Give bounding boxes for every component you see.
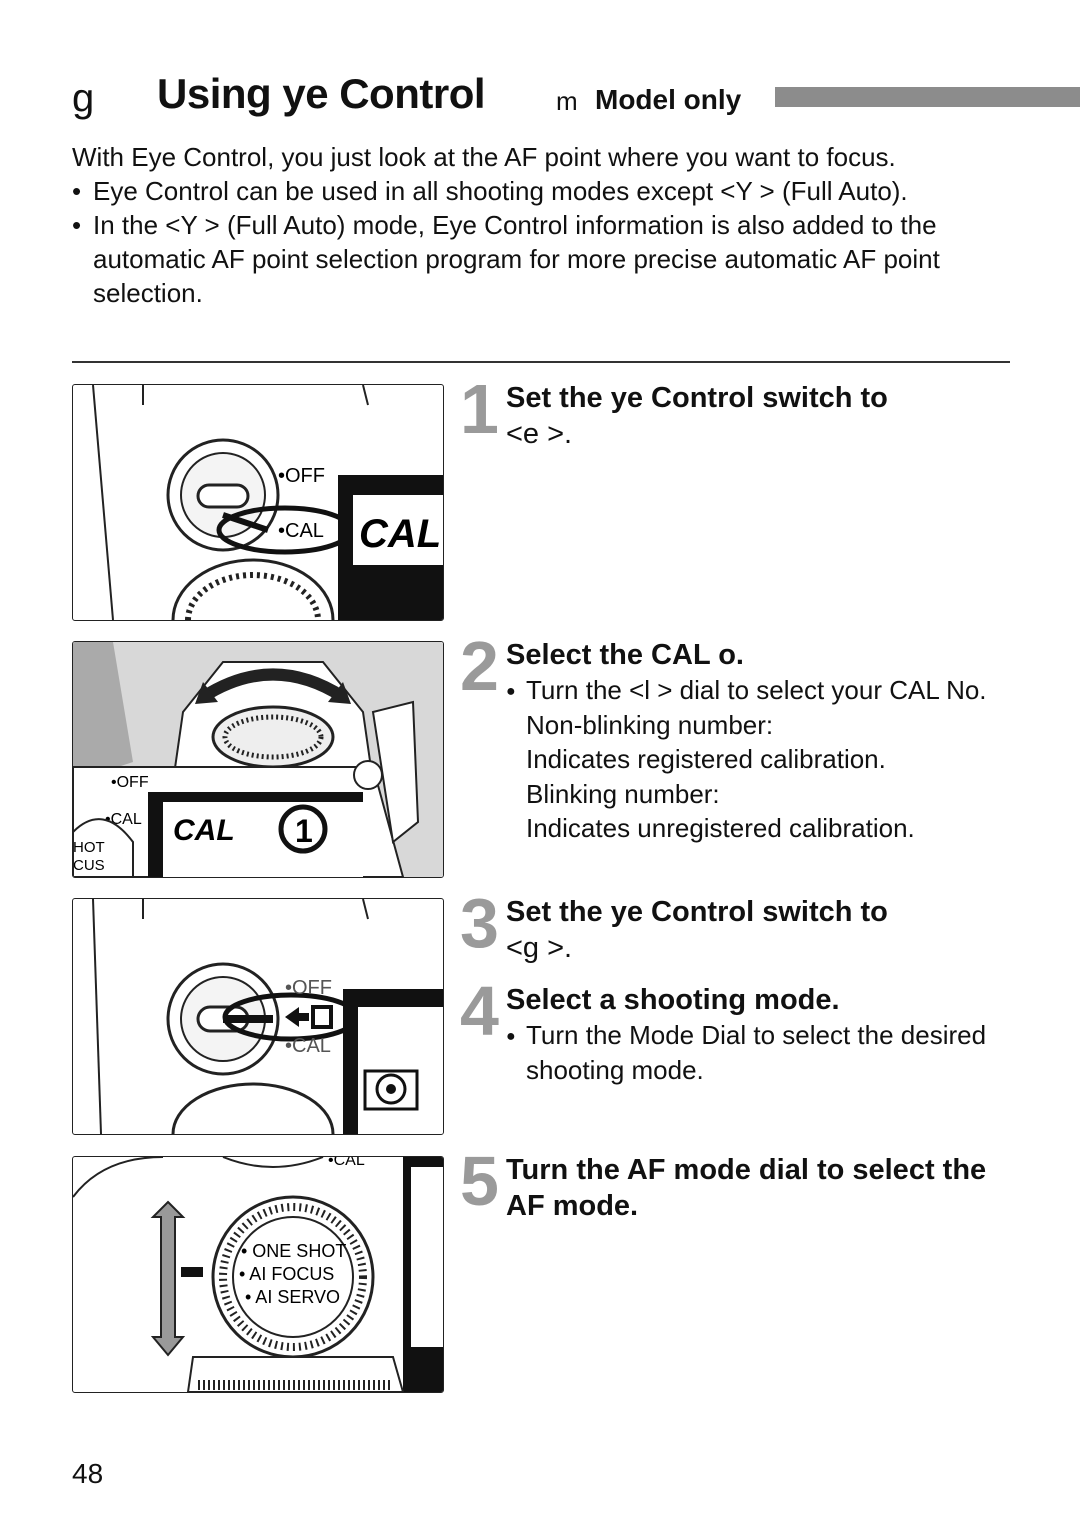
camera-switch-illustration: •OFF •CAL [92,899,443,1134]
step-body: Turn the Mode Dial to select the desired… [506,1018,1026,1087]
hot-label: HOT [73,839,105,856]
eye-control-glyph: g [72,76,95,120]
intro-bullet-2: In the <Y > (Full Auto) mode, Eye Contro… [72,208,1012,310]
non-blinking-label: Non-blinking number: [526,709,774,740]
cal-label: •CAL [285,1035,331,1057]
step-number: 3 [460,884,499,962]
lcd-cal-number: 1 [295,813,313,849]
step-bullet: Turn the <l > dial to select your CAL No… [506,673,1026,709]
step-number: 5 [460,1142,499,1220]
off-label: •OFF [278,465,325,487]
cus-label: CUS [73,857,105,874]
step-body: Turn the <l > dial to select your CAL No… [506,673,1026,846]
step-bullet: Turn the Mode Dial to select the desired… [506,1018,1026,1087]
cal-label: •CAL [105,811,142,828]
figure-eye-control-switch-on: •OFF •CAL [72,898,444,1135]
intro-bullet-1: Eye Control can be used in all shooting … [72,174,1012,208]
step-title: Select a shooting mode. [506,984,840,1016]
figure-eye-control-switch-cal: •OFF •CAL CAL [72,384,444,621]
cal-label: •CAL [328,1157,365,1169]
step-title: Select the CAL o. [506,639,744,671]
non-blinking-desc: Indicates registered calibration. [526,744,886,774]
title-bar [775,87,1080,107]
step-number: 2 [460,627,499,705]
intro: With Eye Control, you just look at the A… [72,140,1012,310]
step-number: 1 [460,370,499,448]
page-title: g Using ye Control m Model only [72,70,1080,130]
step-switch-position: <g >. [506,932,573,964]
af-mode-dial-illustration: •CAL • ONE SHOT • AI FOCUS • AI SERVO [73,1157,443,1392]
divider [72,361,1010,363]
iso-label: ISO [335,823,361,840]
figure-af-mode-dial: •CAL • ONE SHOT • AI FOCUS • AI SERVO [72,1156,444,1393]
lcd-cal: CAL [173,814,235,847]
step-switch-position: <e >. [506,418,573,450]
ai-servo-label: • AI SERVO [245,1287,340,1307]
cal-label: •CAL [278,520,324,542]
blinking-desc: Indicates unregistered calibration. [526,813,915,843]
intro-line: With Eye Control, you just look at the A… [72,142,896,172]
ai-focus-label: • AI FOCUS [239,1264,334,1284]
model-only-label: Model only [595,84,742,115]
page-number: 48 [72,1458,104,1489]
one-shot-label: • ONE SHOT [241,1241,346,1261]
figure-cal-number: •OFF •CAL HOT CUS CAL 1 ISO [72,641,444,878]
model-glyph: m [556,86,578,116]
step-title: Turn the AF mode dial to select the AF m… [506,1154,987,1222]
camera-dial-illustration: •OFF •CAL HOT CUS CAL 1 ISO [73,642,443,877]
off-label: •OFF [285,977,332,999]
step-title: Set the ye Control switch to [506,382,888,414]
step-number: 4 [460,972,499,1050]
off-label: •OFF [111,774,149,791]
step-title: Set the ye Control switch to [506,896,888,928]
camera-switch-illustration: •OFF •CAL CAL [92,385,443,620]
title-text: Using ye Control [157,70,486,117]
blinking-label: Blinking number: [526,778,720,809]
lcd-cal: CAL [359,512,441,556]
